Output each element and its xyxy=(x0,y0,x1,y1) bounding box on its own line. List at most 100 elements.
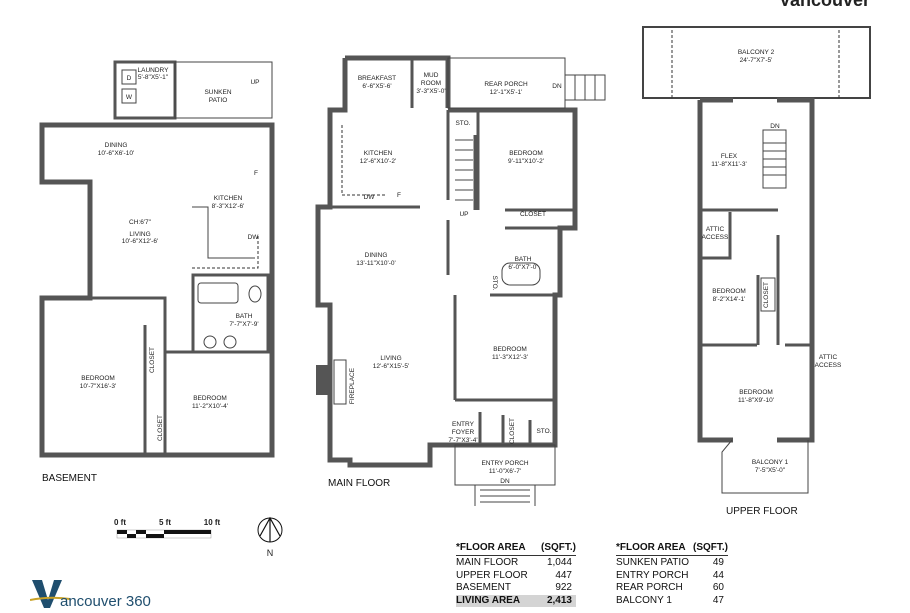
north-label: N xyxy=(267,548,274,558)
room-label: CH:6'7" xyxy=(129,219,152,226)
room-label: ENTRY PORCH xyxy=(481,460,528,467)
entry-porch xyxy=(454,444,556,486)
room-label: KITCHEN xyxy=(364,150,393,157)
closet-label: CLOSET xyxy=(520,211,546,218)
row-label: MAIN FLOOR xyxy=(456,557,519,568)
table-header: *FLOOR AREA xyxy=(616,542,686,553)
room-label: BATH xyxy=(515,256,532,263)
brand-title: Vancouver xyxy=(778,0,870,10)
room-label: KITCHEN xyxy=(214,195,243,202)
row-value: 2,413 xyxy=(546,594,572,606)
upper-floor-plan: BALCONY 2 24'-7"X7'-5' DN FLEX 11'-8"X11… xyxy=(642,26,871,517)
room-label: BATH xyxy=(236,313,253,320)
scale-label: 0 ft xyxy=(114,518,126,527)
closet-label: CLOSET xyxy=(149,347,156,373)
table-header: (SQFT.) xyxy=(541,542,576,553)
room-label: BEDROOM xyxy=(493,346,527,353)
room-dim: 10'-6"X6'-10' xyxy=(98,150,134,157)
room-label: LAUNDRY xyxy=(138,67,170,74)
room-dim: ACCESS xyxy=(702,234,729,241)
room-label: FLEX xyxy=(721,153,738,160)
closet-label: CLOSET xyxy=(509,418,516,444)
room-dim: 9'-11"X10'-2' xyxy=(508,158,544,165)
room-dim: 6'-0"X7'-0' xyxy=(508,264,537,271)
row-label: ENTRY PORCH xyxy=(616,569,689,581)
room-dim: 8'-2"X14'-1' xyxy=(713,296,746,303)
row-value: 60 xyxy=(712,582,724,593)
room-label: ENTRY xyxy=(452,421,475,428)
scale-label: 10 ft xyxy=(204,518,221,527)
row-label: BASEMENT xyxy=(456,582,512,593)
room-dim: 8'-3"X12'-6' xyxy=(212,203,245,210)
row-label: SUNKEN PATIO xyxy=(616,557,689,568)
room-dim: 11'-8"X9'-10' xyxy=(738,397,774,404)
rear-porch xyxy=(447,57,566,109)
floor-title-main: MAIN FLOOR xyxy=(328,478,390,489)
room-dim: FOYER xyxy=(452,429,475,436)
room-label: DINING xyxy=(105,142,128,149)
room-dim: 10'-6"X12'-6' xyxy=(122,238,158,245)
room-dim: 5'-8"X5'-1" xyxy=(138,74,169,81)
table-row: MAIN FLOOR 1,044 xyxy=(456,557,576,570)
row-value: 922 xyxy=(555,582,572,593)
room-label: REAR PORCH xyxy=(484,81,528,88)
fireplace-label: FIREPLACE xyxy=(349,367,356,404)
floor-title-upper: UPPER FLOOR xyxy=(726,506,798,517)
up-label: UP xyxy=(250,79,259,86)
upper-exterior-wall xyxy=(697,97,815,443)
room-label: BALCONY 1 xyxy=(752,459,789,466)
table-row-total: LIVING AREA 2,413 xyxy=(456,594,576,607)
storage-label: STO. xyxy=(536,428,551,435)
room-label: LIVING xyxy=(129,231,150,238)
room-label: LIVING xyxy=(380,355,401,362)
room-label: BALCONY 2 xyxy=(738,49,775,56)
row-value: 447 xyxy=(555,569,572,581)
table-header: (SQFT.) xyxy=(693,542,728,553)
basement-plan: LAUNDRY 5'-8"X5'-1" D W UP SUNKEN PATIO … xyxy=(39,60,275,484)
basement-exterior-wall xyxy=(39,122,275,458)
dishwasher-label: DW xyxy=(364,194,376,201)
room-label: BEDROOM xyxy=(193,395,227,402)
room-dim: 12'-6"X10'-2' xyxy=(360,158,396,165)
room-dim: 3'-3"X5'-0' xyxy=(416,88,445,95)
row-value: 44 xyxy=(712,569,724,581)
storage-label: STO. xyxy=(455,120,470,127)
room-dim: 11'-3"X12'-3' xyxy=(492,354,528,361)
vancouver-360-logo: ancouver 360 xyxy=(29,578,170,613)
room-label: BEDROOM xyxy=(739,389,773,396)
row-label: LIVING AREA xyxy=(456,594,521,606)
room-label: BEDROOM xyxy=(81,375,115,382)
room-dim: ROOM xyxy=(421,80,441,87)
room-dim: 24'-7"X7'-5' xyxy=(740,57,773,64)
room-label: BEDROOM xyxy=(509,150,543,157)
washer-label: W xyxy=(126,94,133,101)
fridge-label: F xyxy=(397,192,401,199)
room-label: BREAKFAST xyxy=(358,75,396,82)
balcony-2 xyxy=(642,26,871,99)
scale-bar: 0 ft 5 ft 10 ft xyxy=(114,518,221,539)
row-value: 47 xyxy=(712,594,724,606)
dryer-label: D xyxy=(127,75,132,82)
table-row: BALCONY 1 47 xyxy=(616,595,728,608)
room-label: ATTIC xyxy=(819,354,838,361)
closet-label: CLOSET xyxy=(763,282,770,308)
floor-title-basement: BASEMENT xyxy=(42,473,97,484)
room-dim: ACCESS xyxy=(815,362,842,369)
down-label: DN xyxy=(500,478,510,485)
room-dim: 7'-7"X7'-9' xyxy=(229,321,258,328)
room-dim: 11'-0"X6'-7' xyxy=(489,468,521,475)
row-label: BALCONY 1 xyxy=(616,594,672,606)
north-arrow: N xyxy=(257,516,283,558)
down-label: DN xyxy=(552,83,562,90)
room-label: ATTIC xyxy=(706,226,725,233)
room-dim: 10'-7"X16'-3' xyxy=(80,383,116,390)
room-dim: 11'-8"X11'-3' xyxy=(711,161,746,168)
room-label: DINING xyxy=(365,252,388,259)
row-value: 1,044 xyxy=(546,557,572,568)
room-dim: 11'-2"X10'-4' xyxy=(192,403,228,410)
